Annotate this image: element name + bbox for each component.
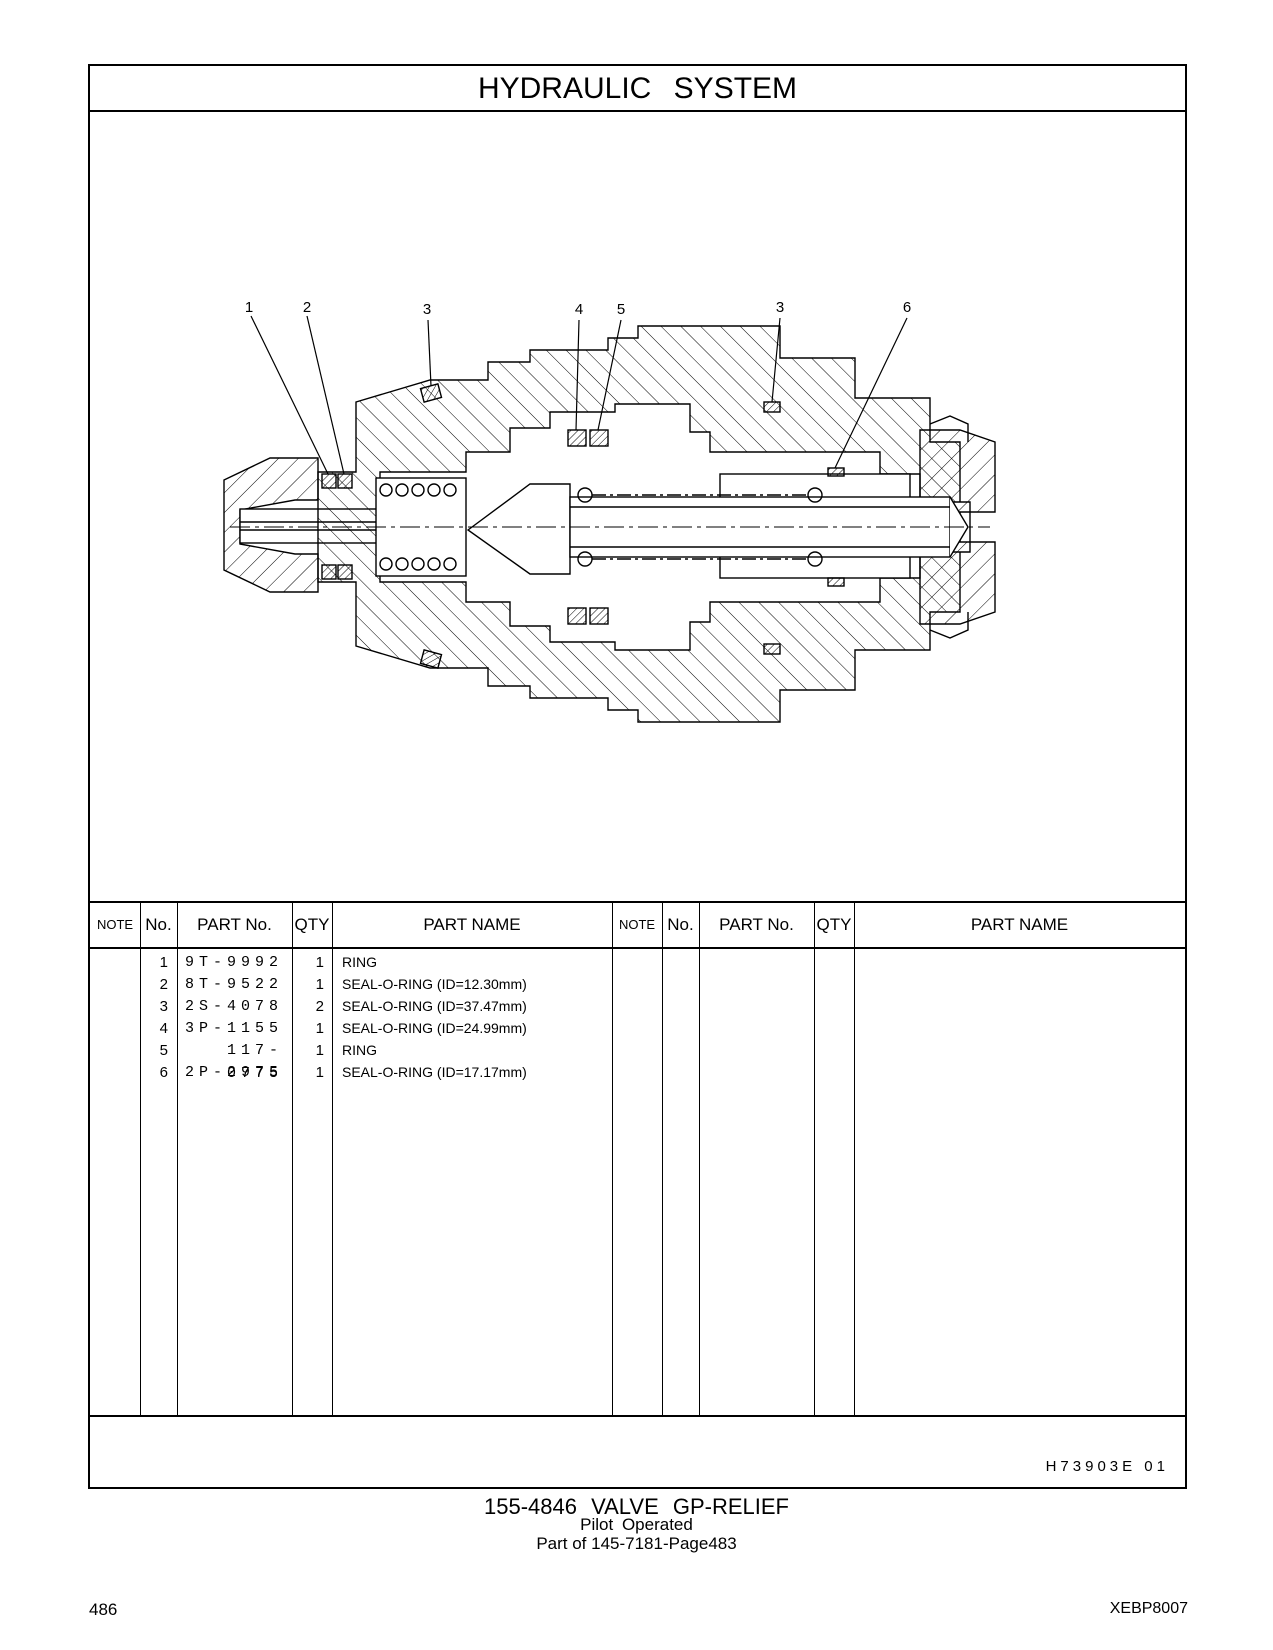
column-divider [292, 901, 293, 1415]
callout-label: 6 [903, 299, 911, 316]
col-header-part-name: PART NAME [423, 915, 521, 934]
quantity: 2 [315, 998, 324, 1015]
col-header-part-no: PART No. [719, 915, 794, 934]
page-frame: HYDRAULIC SYSTEM [88, 64, 1187, 1489]
part-name: RING [342, 1042, 377, 1058]
column-divider [814, 901, 815, 1415]
callout-label: 1 [245, 299, 253, 316]
table-row: 1 9T-9992 1 RING [90, 951, 1185, 974]
caption-reference: Part of 145-7181-Page483 [536, 1534, 737, 1553]
part-number: 3P-1155 [184, 1020, 283, 1037]
page-title: HYDRAULIC SYSTEM [90, 66, 1185, 112]
illustration-footer: H73903E 01 [90, 1415, 1185, 1487]
item-number: 6 [159, 1064, 168, 1081]
part-number: 2S-4078 [184, 998, 283, 1015]
item-number: 3 [159, 998, 168, 1015]
illustration-code: H73903E 01 [1045, 1458, 1169, 1475]
col-header-qty: QTY [816, 915, 852, 934]
parts-diagram: 1 2 3 4 5 3 6 [90, 112, 1185, 901]
col-header-note: NOTE [96, 917, 134, 932]
table-row: 2 8T-9522 1 SEAL-O-RING (ID=12.30mm) [90, 973, 1185, 996]
table-row: 6 2P-2975 1 SEAL-O-RING (ID=17.17mm) [90, 1061, 1185, 1084]
caption-subtitle: Pilot Operated [580, 1515, 693, 1534]
page-number: 486 [89, 1600, 118, 1619]
table-row: 4 3P-1155 1 SEAL-O-RING (ID=24.99mm) [90, 1017, 1185, 1040]
part-name: SEAL-O-RING (ID=37.47mm) [342, 998, 527, 1014]
callout-label: 4 [575, 301, 583, 318]
callout-label: 5 [617, 301, 625, 318]
quantity: 1 [315, 976, 324, 993]
col-header-qty: QTY [294, 915, 330, 934]
table-row: 5 117-0775 1 RING [90, 1039, 1185, 1082]
part-number: 117-0775 [226, 1042, 283, 1082]
parts-table-header: NOTE No. PART No. QTY PART NAME NOTE No.… [90, 901, 1185, 949]
item-number: 5 [159, 1042, 168, 1059]
column-divider [140, 901, 141, 1415]
item-number: 2 [159, 976, 168, 993]
col-header-part-no: PART No. [197, 915, 272, 934]
caption-title: 155-4846 VALVE GP-RELIEF [484, 1494, 789, 1519]
document-id: XEBP8007 [1109, 1600, 1188, 1617]
column-divider [612, 901, 613, 1415]
item-number: 4 [159, 1020, 168, 1037]
col-header-part-name: PART NAME [970, 915, 1069, 934]
callout-label: 3 [423, 301, 431, 318]
part-name: SEAL-O-RING (ID=17.17mm) [342, 1064, 527, 1080]
part-number: 9T-9992 [184, 954, 283, 971]
column-divider [662, 901, 663, 1415]
col-header-no: No. [667, 915, 694, 934]
quantity: 1 [315, 1020, 324, 1037]
part-name: SEAL-O-RING (ID=12.30mm) [342, 976, 527, 992]
quantity: 1 [315, 1064, 324, 1081]
column-divider [177, 901, 178, 1415]
column-divider [854, 901, 855, 1415]
part-name: SEAL-O-RING (ID=24.99mm) [342, 1020, 527, 1036]
quantity: 1 [315, 954, 324, 971]
quantity: 1 [315, 1042, 324, 1059]
part-number: 8T-9522 [184, 976, 283, 993]
callout-label: 2 [303, 299, 311, 316]
part-number: 2P-2975 [184, 1064, 283, 1081]
column-divider [332, 901, 333, 1415]
col-header-note: NOTE [618, 917, 656, 932]
callout-label: 3 [776, 299, 784, 316]
col-header-no: No. [145, 915, 172, 934]
parts-table-body: 1 9T-9992 1 RING 2 8T-9522 1 SEAL-O-RING… [90, 949, 1185, 1415]
part-name: RING [342, 954, 377, 970]
table-row: 3 2S-4078 2 SEAL-O-RING (ID=37.47mm) [90, 995, 1185, 1018]
item-number: 1 [159, 954, 168, 971]
column-divider [699, 901, 700, 1415]
valve-cross-section-drawing: 1 2 3 4 5 3 6 [223, 299, 996, 723]
